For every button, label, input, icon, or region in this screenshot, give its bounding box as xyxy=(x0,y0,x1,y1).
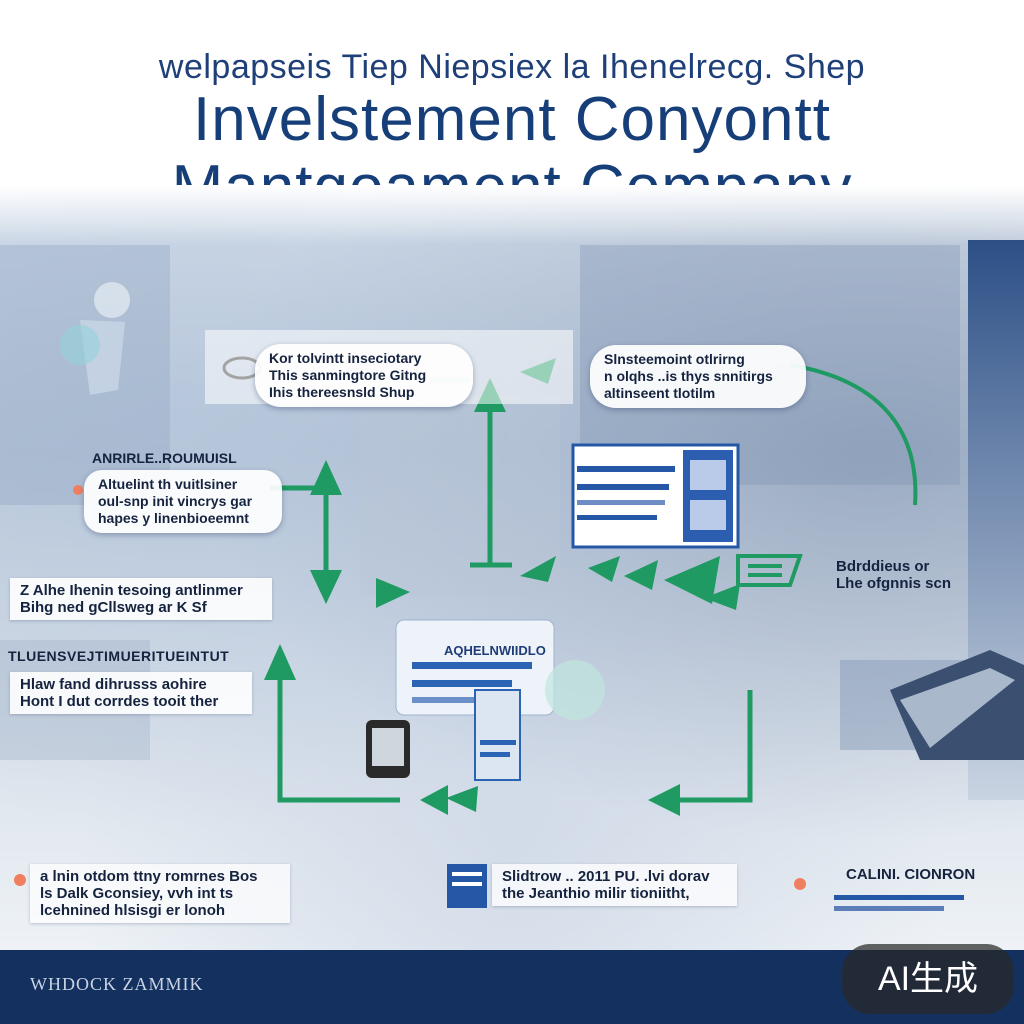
title-line-1: Invelstement Conyontt xyxy=(193,85,831,154)
subtitle: welpapseis Tiep Niepsiex la Ihenelrecg. … xyxy=(158,48,866,86)
process-box-bottom-right: CALINI. CIONRON xyxy=(846,866,976,883)
text-line: Bdrddieus or xyxy=(836,558,930,575)
curved-connector xyxy=(789,363,918,506)
process-box-right-mid: Bdrddieus or Lhe ofgnnis scn xyxy=(836,558,951,592)
mid-left-heading: ANRIRLE..ROUMUISL xyxy=(92,450,237,466)
left-heading: TLUENSVEJTIMUERITUEINTUT xyxy=(8,648,230,664)
text-line: Slnsteemoint otlrirng xyxy=(604,351,745,367)
orange-markers xyxy=(14,485,806,890)
bottom-right-stripes xyxy=(834,895,964,911)
text-line: Altuelint th vuitlsiner xyxy=(98,476,238,492)
process-box-left-three: Hlaw fand dihrusss aohire Hont I dut cor… xyxy=(10,672,252,714)
text-line: Lhe ofgnnis scn xyxy=(836,575,952,592)
process-box-mid-left: Altuelint th vuitlsiner oul-snp init vin… xyxy=(84,470,282,533)
green-device-icon xyxy=(736,554,803,587)
process-box-left-two: Z Alhe Ihenin tesoing antlinmer Bihg ned… xyxy=(10,578,272,620)
process-box-bottom-mid: Slidtrow .. 2011 PU. .lvi dorav the Jean… xyxy=(492,864,737,906)
text-line: Bihg ned gCllsweg ar K Sf xyxy=(20,599,207,616)
text-line: ls Dalk Gconsiey, vvh int ts xyxy=(40,885,234,902)
text-line: a lnin otdom ttny romrnes Bos xyxy=(40,868,258,885)
scene-fade xyxy=(0,185,1024,245)
text-line: Hont I dut corrdes tooit ther xyxy=(20,693,219,710)
center-tablet xyxy=(366,619,605,781)
dashboard-monitor xyxy=(571,443,740,549)
arrowheads xyxy=(264,358,740,816)
text-line: lcehnined hlsisgi er lonoh xyxy=(40,902,226,919)
text-line: n olqhs ..is thys snnitirgs xyxy=(604,368,773,384)
ai-generated-badge: AI生成 xyxy=(842,944,1014,1014)
text-line: the Jeanthio milir tioniitht, xyxy=(502,885,690,902)
process-box-top-right: Slnsteemoint otlrirng n olqhs ..is thys … xyxy=(590,345,806,408)
person-figure xyxy=(60,282,130,395)
text-line: This sanmingtore Gitng xyxy=(269,367,427,383)
text-line: altinseent tlotilm xyxy=(604,385,716,401)
text-line: Z Alhe Ihenin tesoing antlinmer xyxy=(20,582,243,599)
text-line: Hlaw fand dihrusss aohire xyxy=(20,676,207,693)
text-line: Kor tolvintt inseciotary xyxy=(269,350,422,366)
laptop-device xyxy=(890,650,1024,760)
process-box-bottom-left: a lnin otdom ttny romrnes Bos ls Dalk Gc… xyxy=(30,864,290,923)
text-line: hapes y linenbioeemnt xyxy=(98,510,249,526)
monitor-label: AQHELNWIIDLO xyxy=(444,643,546,658)
bottom-mid-icon xyxy=(447,864,487,908)
footer-text: WHDOCK ZAMMIK xyxy=(30,974,204,994)
text-line: oul-snp init vincrys gar xyxy=(98,493,253,509)
text-line: Ihis thereesnsld Shup xyxy=(269,384,415,400)
process-box-top-left: Kor tolvintt inseciotary This sanmingtor… xyxy=(255,344,473,407)
text-line: Slidtrow .. 2011 PU. .lvi dorav xyxy=(502,868,710,885)
